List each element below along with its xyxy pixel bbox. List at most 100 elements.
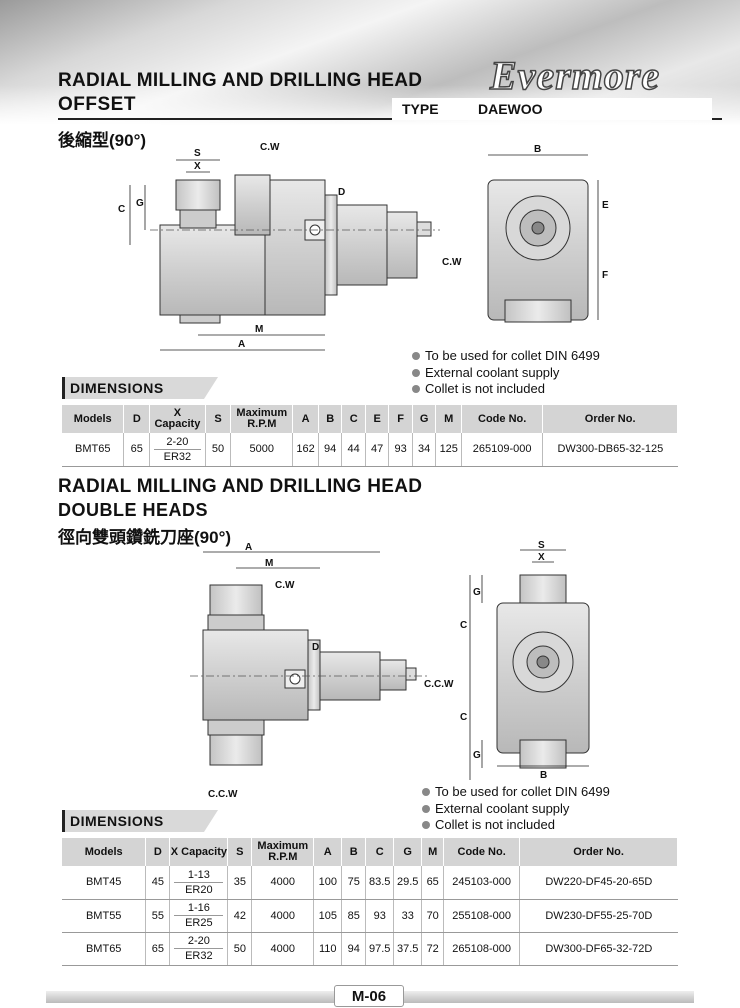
- cell-s: 50: [204, 433, 231, 467]
- table-header-row: Models D X Capacity S Maximum R.P.M A B …: [62, 838, 678, 866]
- dim-label-ccw-side: C.C.W: [424, 679, 454, 690]
- dim-label-g: G: [136, 198, 144, 209]
- cell-a: 105: [313, 899, 342, 933]
- note-item: External coolant supply: [412, 365, 600, 382]
- cell-d: 55: [145, 899, 170, 933]
- col-header: B: [341, 838, 367, 866]
- cell-rpm: 5000: [230, 433, 293, 467]
- dim-label-s: S: [194, 148, 201, 159]
- cell-c: 97.5: [365, 932, 394, 966]
- cell-g: 37.5: [393, 932, 422, 966]
- bullet-icon: [422, 821, 430, 830]
- cell-b: 75: [341, 866, 366, 900]
- dim-label-c: C: [118, 204, 125, 215]
- cell-d: 65: [145, 932, 170, 966]
- col-header: Code No.: [443, 838, 521, 866]
- cell-model: BMT45: [62, 866, 146, 900]
- section2-subtitle-cn: 徑向雙頭鑽銑刀座(90°): [58, 528, 232, 547]
- col-header: G: [411, 405, 437, 433]
- section2-title-line2: DOUBLE HEADS: [58, 500, 209, 520]
- dim-label-cw-side: C.W: [442, 257, 462, 268]
- col-header: Order No.: [519, 838, 678, 866]
- page-number: M-06: [334, 985, 404, 1007]
- type-value: DAEWOO: [478, 101, 543, 117]
- cell-rpm: 4000: [251, 899, 314, 933]
- col-header: D: [145, 838, 171, 866]
- dim-label-ccw-bottom: C.C.W: [208, 789, 238, 800]
- cell-s: 42: [227, 899, 252, 933]
- dim-label-cw: C.W: [275, 580, 295, 591]
- cell-m: 70: [421, 899, 444, 933]
- dim-label-d: D: [338, 187, 345, 198]
- cell-b: 85: [341, 899, 366, 933]
- dim-label-cw-top: C.W: [260, 142, 280, 153]
- cell-order: DW300-DF65-32-72D: [519, 932, 678, 966]
- note-item: External coolant supply: [422, 801, 610, 818]
- page-title-line2: OFFSET: [58, 94, 136, 115]
- col-header: A: [313, 838, 343, 866]
- section1-dimensions-table: Models D X Capacity S Maximum R.P.M A B …: [62, 405, 678, 467]
- section2-dimensions-heading: DIMENSIONS: [62, 810, 218, 832]
- cell-code: 245103-000: [443, 866, 520, 900]
- table-header-row: Models D X Capacity S Maximum R.P.M A B …: [62, 405, 678, 433]
- cell-order: DW230-DF55-25-70D: [519, 899, 678, 933]
- cell-b: 94: [317, 433, 342, 467]
- cell-rpm: 4000: [251, 866, 314, 900]
- cell-f: 93: [388, 433, 413, 467]
- cell-code: 265109-000: [461, 433, 543, 467]
- cell-a: 100: [313, 866, 342, 900]
- bullet-icon: [412, 368, 420, 377]
- cell-order: DW300-DB65-32-125: [542, 433, 678, 467]
- page-title-line1: RADIAL MILLING AND DRILLING HEAD: [58, 70, 423, 91]
- col-header: C: [365, 838, 395, 866]
- cell-a: 162: [292, 433, 319, 467]
- note-item: Collet is not included: [422, 817, 610, 834]
- dim-label-e: E: [602, 200, 609, 211]
- col-header: Models: [62, 405, 125, 433]
- cell-d: 65: [123, 433, 150, 467]
- type-label: TYPE: [402, 101, 439, 117]
- col-header: E: [364, 405, 390, 433]
- col-header: G: [393, 838, 423, 866]
- dim-label-x: X: [194, 161, 201, 172]
- section1-technical-drawing: S X C G D C.W C.W M A B E F: [118, 142, 609, 351]
- bullet-icon: [412, 385, 420, 394]
- col-header: M: [435, 405, 463, 433]
- evermore-logo: Evermore: [489, 52, 661, 99]
- section1-subtitle-cn: 後縮型(90°): [58, 131, 147, 150]
- dim-label-m: M: [255, 324, 263, 335]
- cell-order: DW220-DF45-20-65D: [519, 866, 678, 900]
- cell-g: 33: [393, 899, 422, 933]
- dim-label-g-bottom: G: [473, 750, 481, 761]
- cell-m: 125: [435, 433, 462, 467]
- dim-label-a: A: [245, 542, 252, 553]
- dim-label-c-bottom: C: [460, 712, 467, 723]
- type-box: [392, 98, 712, 120]
- dim-label-b: B: [534, 144, 541, 155]
- col-header: Order No.: [542, 405, 678, 433]
- note-item: To be used for collet DIN 6499: [412, 348, 600, 365]
- bullet-icon: [422, 788, 430, 797]
- bullet-icon: [422, 804, 430, 813]
- col-header: X Capacity: [149, 405, 206, 433]
- col-header: X Capacity: [169, 838, 229, 866]
- cell-c: 44: [341, 433, 366, 467]
- dim-label-f: F: [602, 270, 608, 281]
- col-header: Models: [62, 838, 147, 866]
- cell-code: 265108-000: [443, 932, 520, 966]
- cell-d: 45: [145, 866, 170, 900]
- section2-dimensions-table: Models D X Capacity S Maximum R.P.M A B …: [62, 838, 678, 966]
- col-header: Maximum R.P.M: [251, 838, 315, 866]
- col-header: Code No.: [461, 405, 544, 433]
- dim-label-x: X: [538, 552, 545, 563]
- dim-label-d: D: [312, 642, 319, 653]
- cell-a: 110: [313, 932, 342, 966]
- cell-g: 34: [411, 433, 436, 467]
